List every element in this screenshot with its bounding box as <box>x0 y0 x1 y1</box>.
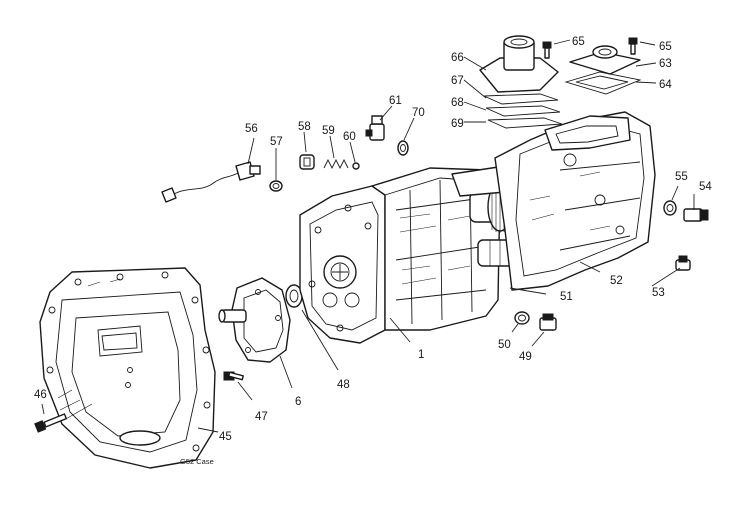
callout-52: 52 <box>610 275 623 287</box>
callout-46: 46 <box>34 389 47 401</box>
callout-57: 57 <box>270 136 283 148</box>
plug-53 <box>675 255 691 271</box>
callout-49: 49 <box>519 351 532 363</box>
callout-54: 54 <box>699 181 712 193</box>
callout-64: 64 <box>659 79 672 91</box>
front-bearing-retainer <box>218 277 291 363</box>
callout-70: 70 <box>412 107 425 119</box>
callout-60: 60 <box>343 131 356 143</box>
speed-sensor-56 <box>161 161 261 203</box>
gasket-50 <box>514 311 530 325</box>
oring-57 <box>269 180 283 192</box>
ball-60 <box>352 162 360 170</box>
bolt-65-right <box>628 37 638 55</box>
callout-59: 59 <box>322 125 335 137</box>
plug-58 <box>299 154 315 170</box>
bell-housing <box>39 267 216 469</box>
bolt-47 <box>223 371 244 381</box>
callout-67: 67 <box>451 75 464 87</box>
spring-59 <box>323 158 349 170</box>
gasket-stack-67-69 <box>483 93 563 129</box>
oring-55 <box>663 200 677 216</box>
shifter-cover-63 <box>569 45 641 75</box>
gasket-64 <box>564 71 642 95</box>
callout-58: 58 <box>298 121 311 133</box>
callout-61: 61 <box>389 95 402 107</box>
callout-68: 68 <box>451 97 464 109</box>
leader-lines <box>41 39 695 433</box>
callout-47: 47 <box>255 411 268 423</box>
callout-63: 63 <box>659 58 672 70</box>
extension-housing <box>494 111 656 291</box>
gasket-70 <box>397 140 409 156</box>
callout-1: 1 <box>418 349 424 361</box>
switch-54 <box>683 208 709 222</box>
callout-53: 53 <box>652 287 665 299</box>
bolt-46 <box>34 413 68 433</box>
callout-50: 50 <box>498 339 511 351</box>
callout-45: 45 <box>219 431 232 443</box>
plug-49 <box>539 313 557 331</box>
transmission-case <box>299 167 501 344</box>
callout-66: 66 <box>451 52 464 64</box>
callout-labels: 1 6 45 46 47 48 49 50 51 52 53 54 55 56 … <box>34 36 712 443</box>
switch-61 <box>365 115 385 141</box>
diagram-caption: G52 Case <box>180 457 214 466</box>
callout-55: 55 <box>675 171 688 183</box>
callout-65-right: 65 <box>659 41 672 53</box>
callout-69: 69 <box>451 118 464 130</box>
bell-housing-bolt-holes <box>46 271 211 452</box>
callout-56: 56 <box>245 123 258 135</box>
bolt-65-left <box>542 41 552 59</box>
callout-6: 6 <box>295 396 301 408</box>
shifter-cover-66 <box>479 35 559 93</box>
callout-65-left: 65 <box>572 36 585 48</box>
callout-51: 51 <box>560 291 573 303</box>
callout-48: 48 <box>337 379 350 391</box>
